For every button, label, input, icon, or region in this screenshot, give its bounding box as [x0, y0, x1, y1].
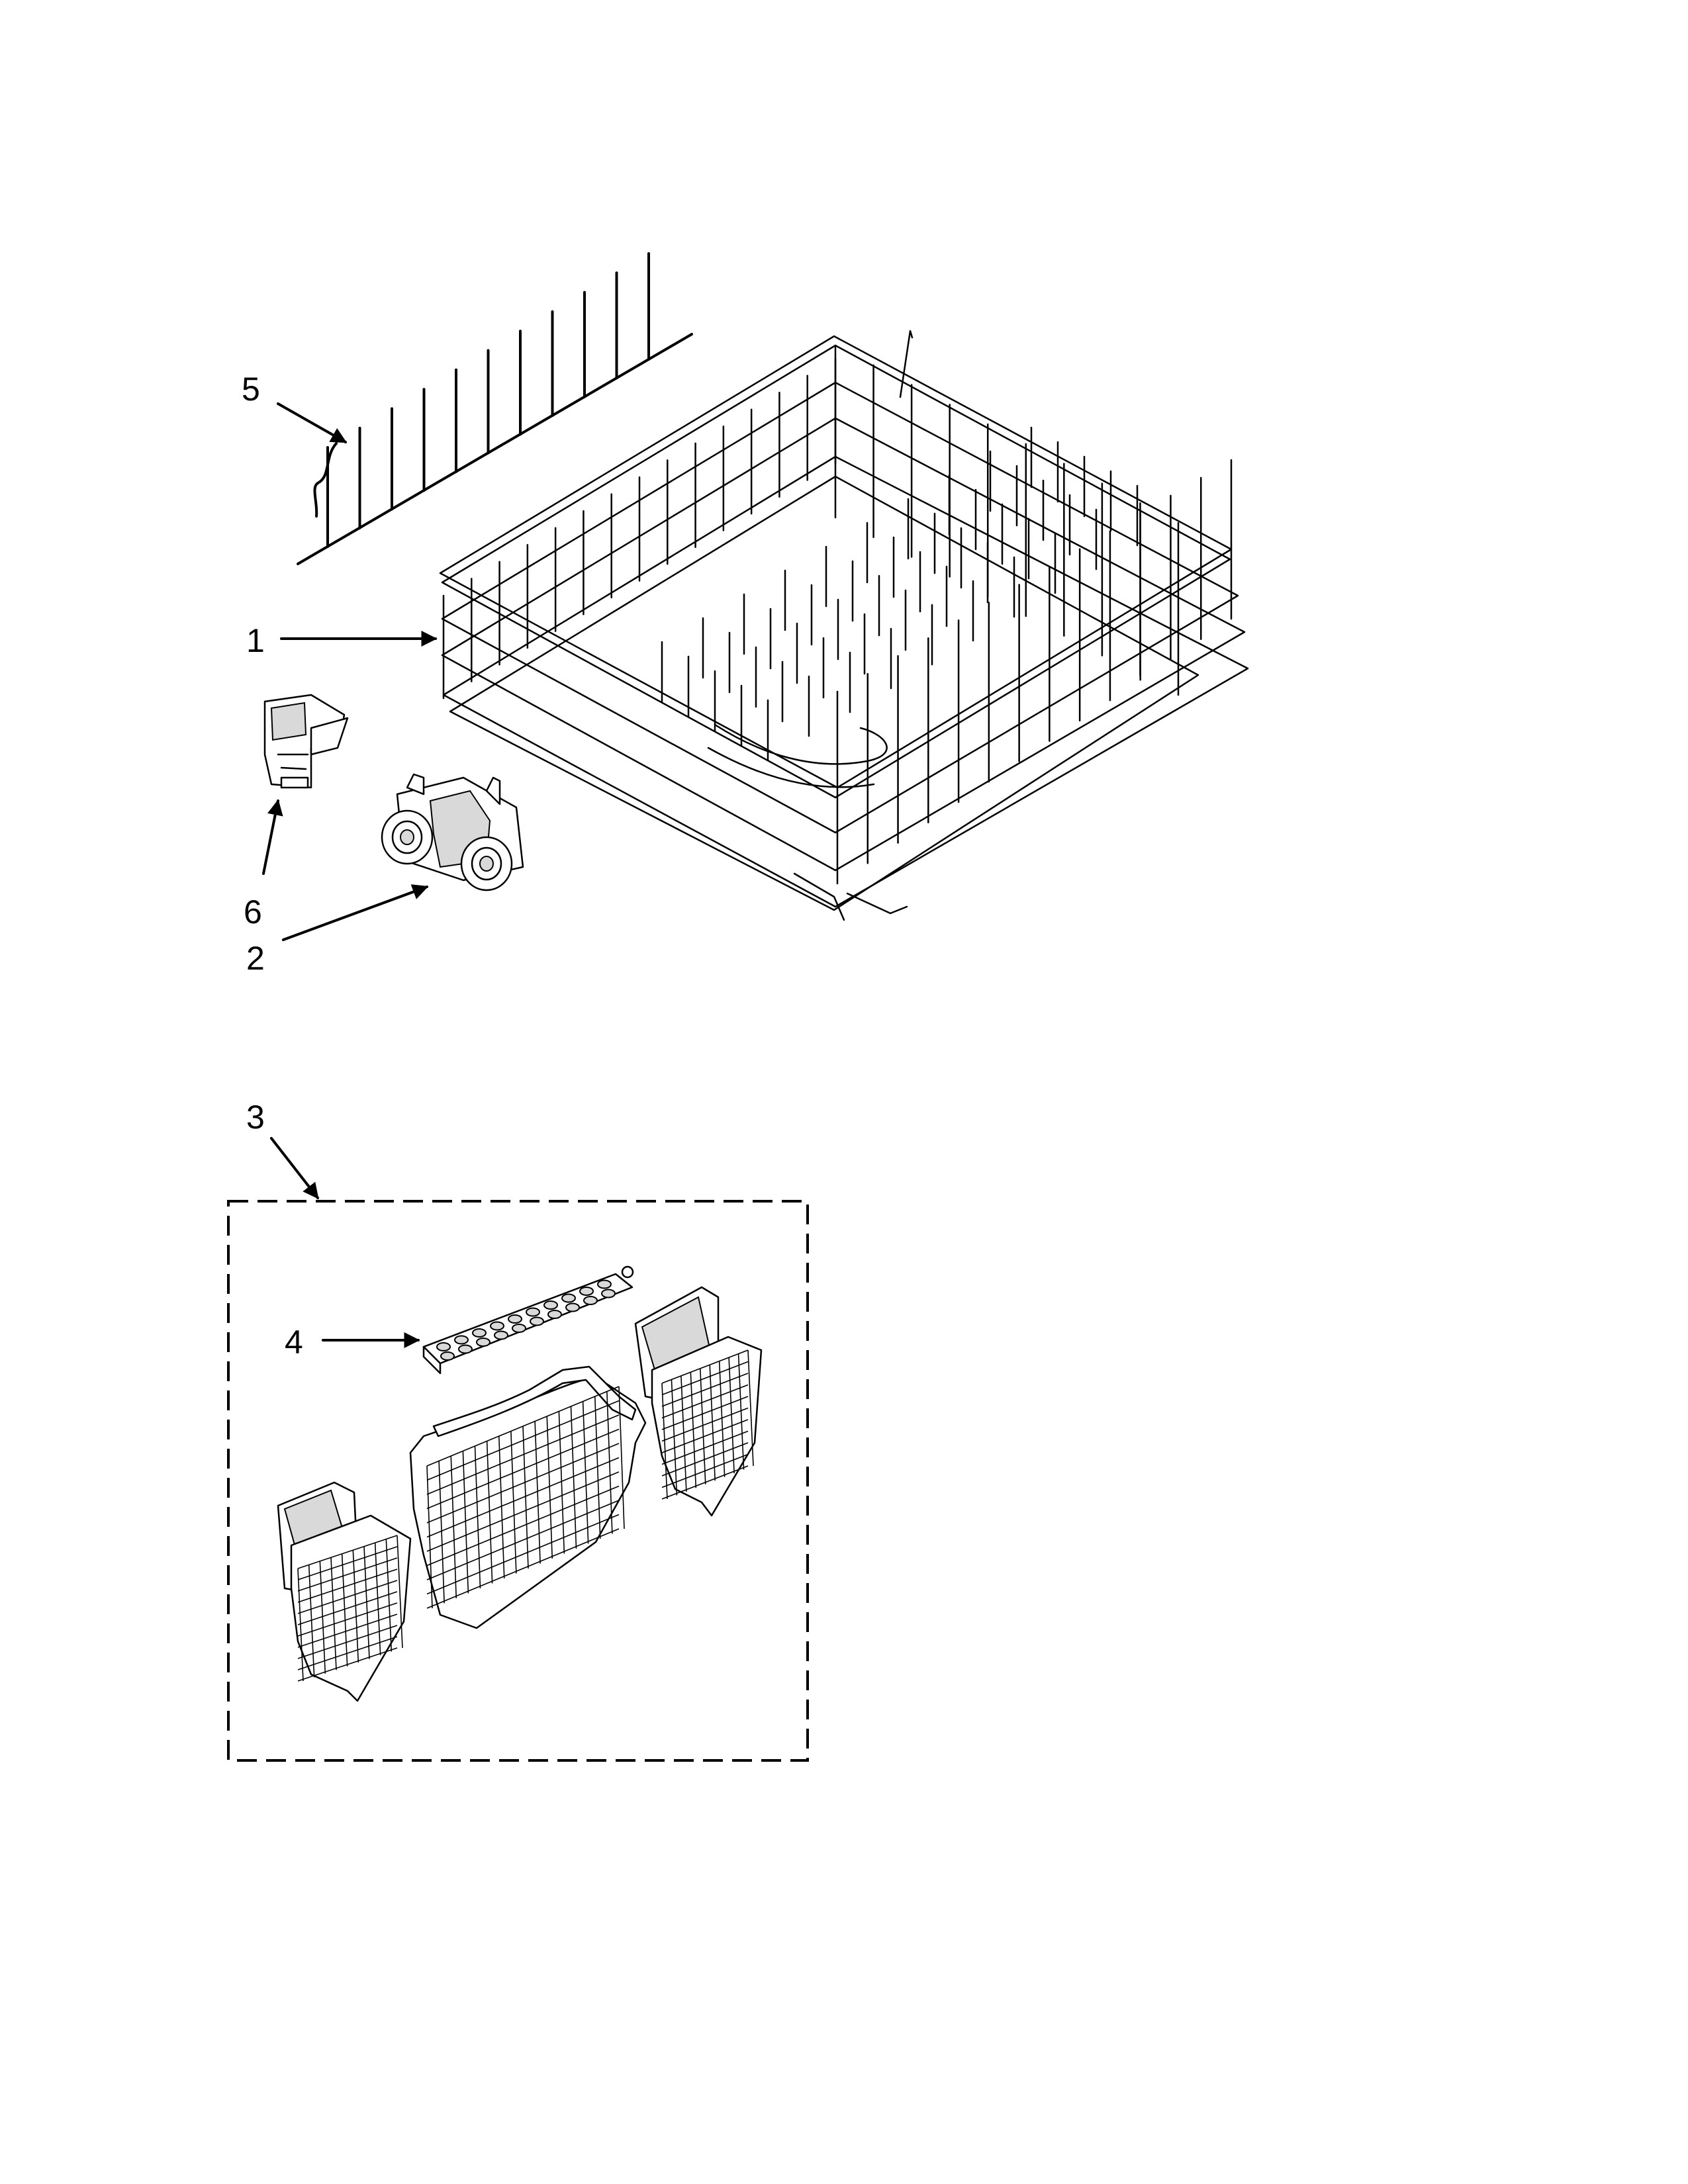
callout-4: 4 [285, 1324, 303, 1361]
callout-1: 1 [246, 622, 265, 659]
basket-set-part [227, 1200, 809, 1762]
center-basket [409, 1365, 647, 1629]
right-basket [634, 1286, 763, 1517]
dish-rack-part [439, 330, 1249, 921]
rack-clip-part [263, 694, 349, 789]
leader-lines [262, 402, 438, 1348]
callout-2: 2 [246, 940, 265, 977]
basket-set-boundary [227, 1200, 809, 1762]
tine-row-part [297, 252, 693, 565]
wheel-assembly-part [381, 773, 524, 891]
leader-2 [282, 884, 429, 941]
leader-5 [277, 402, 348, 443]
callout-5: 5 [242, 371, 260, 408]
left-basket [277, 1481, 412, 1702]
callout-3: 3 [246, 1099, 265, 1136]
basket-lid-part [422, 1265, 634, 1375]
callout-6: 6 [244, 893, 262, 931]
leader-3 [270, 1137, 319, 1199]
leader-6 [262, 799, 283, 875]
